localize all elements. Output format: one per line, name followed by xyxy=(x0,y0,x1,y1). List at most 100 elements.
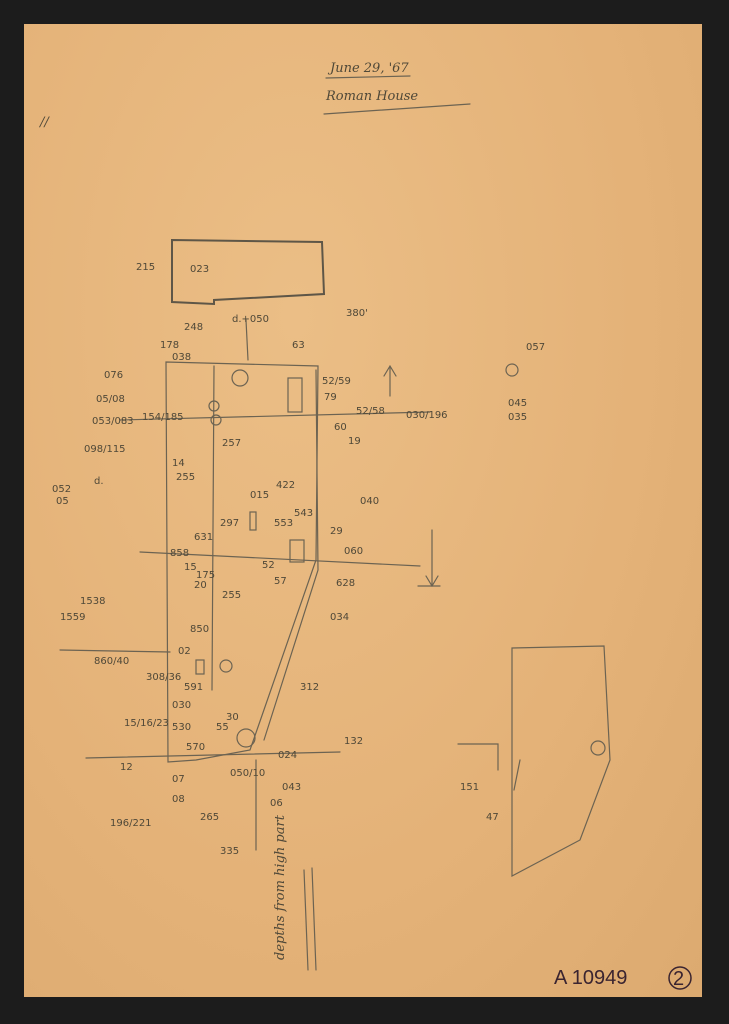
feature-rect xyxy=(287,377,303,413)
annotation: 08 xyxy=(172,794,185,805)
annotation: 12 xyxy=(120,762,133,773)
measure-line xyxy=(59,319,431,759)
detail-plan xyxy=(511,645,611,877)
annotation: 030/196 xyxy=(406,410,448,421)
annotation: 52/59 xyxy=(322,376,351,387)
feature-circle xyxy=(505,363,519,377)
annotation: 02 xyxy=(178,646,191,657)
annotation: 15 xyxy=(184,562,197,573)
annotation: 052 xyxy=(52,484,71,495)
annotation: 335 xyxy=(220,846,239,857)
sheet-number: 2 xyxy=(673,968,684,990)
annotation: 175 xyxy=(196,570,215,581)
feature-circle xyxy=(208,400,220,412)
annotation: 038 xyxy=(172,352,191,363)
annotation: 257 xyxy=(222,438,241,449)
annotation: 628 xyxy=(336,578,355,589)
feature-circle xyxy=(590,740,606,756)
document-sheet xyxy=(24,24,702,997)
annotation: 215 xyxy=(136,262,155,273)
catalog-number: A 10949 xyxy=(554,967,627,989)
annotation: 308/36 xyxy=(146,672,181,683)
annotation: 380' xyxy=(346,308,368,319)
margin-mark: // xyxy=(38,115,50,130)
annotation: 63 xyxy=(292,340,305,351)
feature-circle xyxy=(219,659,233,673)
annotation: 20 xyxy=(194,580,207,591)
annotation: 023 xyxy=(190,264,209,275)
annotation: 178 xyxy=(160,340,179,351)
annotation: 098/115 xyxy=(84,444,126,455)
annotation: d. xyxy=(94,476,104,487)
annotation: 850 xyxy=(190,624,209,635)
header-title: Roman House xyxy=(325,89,418,104)
annotation: 1559 xyxy=(60,612,85,623)
annotation: 076 xyxy=(104,370,123,381)
annotation: 15/16/23 xyxy=(124,718,169,729)
feature-rect xyxy=(249,511,257,531)
feature-circle xyxy=(236,728,256,748)
annotation: 570 xyxy=(186,742,205,753)
annotation: 035 xyxy=(508,412,527,423)
annotation: 631 xyxy=(194,532,213,543)
measure-line xyxy=(255,759,317,971)
annotation: 057 xyxy=(526,342,545,353)
annotation: 14 xyxy=(172,458,185,469)
annotation: 297 xyxy=(220,518,239,529)
annotation: 79 xyxy=(324,392,337,403)
measure-line xyxy=(457,743,521,791)
annotation: 034 xyxy=(330,612,349,623)
annotation: 29 xyxy=(330,526,343,537)
annotation: 553 xyxy=(274,518,293,529)
annotation: 07 xyxy=(172,774,185,785)
annotation: 265 xyxy=(200,812,219,823)
annotation: 60 xyxy=(334,422,347,433)
annotation: 530 xyxy=(172,722,191,733)
annotation: 47 xyxy=(486,812,499,823)
annotation: 255 xyxy=(222,590,241,601)
room-outline xyxy=(165,361,319,763)
underline xyxy=(325,75,411,79)
annotation: 05/08 xyxy=(96,394,125,405)
annotation: 591 xyxy=(184,682,203,693)
annotation: 858 xyxy=(170,548,189,559)
annotation: 132 xyxy=(344,736,363,747)
annotation: 860/40 xyxy=(94,656,129,667)
feature-rect xyxy=(195,659,205,675)
feature-circle xyxy=(231,369,249,387)
sheet-number-circle xyxy=(668,966,692,990)
feature-circle xyxy=(210,414,222,426)
annotation: 57 xyxy=(274,576,287,587)
wall-line xyxy=(211,365,319,741)
annotation: 19 xyxy=(348,436,361,447)
underline xyxy=(323,103,471,115)
annotation: 52/58 xyxy=(356,406,385,417)
depth-note: depths from high part xyxy=(273,814,288,960)
annotation: 045 xyxy=(508,398,527,409)
annotation: 040 xyxy=(360,496,379,507)
annotation: 060 xyxy=(344,546,363,557)
annotation: 024 xyxy=(278,750,297,761)
annotation: 30 xyxy=(226,712,239,723)
annotation: 543 xyxy=(294,508,313,519)
annotation: 151 xyxy=(460,782,479,793)
annotation: 255 xyxy=(176,472,195,483)
annotation: 015 xyxy=(250,490,269,501)
annotation: 050/10 xyxy=(230,768,265,779)
annotation: 05 xyxy=(56,496,69,507)
annotation: 55 xyxy=(216,722,229,733)
wall-block xyxy=(171,238,326,306)
annotation: 1538 xyxy=(80,596,105,607)
annotation: 312 xyxy=(300,682,319,693)
annotation: d.+050 xyxy=(232,314,269,325)
annotation: 154/185 xyxy=(142,412,184,423)
annotation: 043 xyxy=(282,782,301,793)
annotation: 52 xyxy=(262,560,275,571)
annotation: 030 xyxy=(172,700,191,711)
header-date: June 29, '67 xyxy=(327,61,409,76)
arrow-mark xyxy=(383,364,441,588)
annotation-labels: 215 023 038 248 178 076 05/08 053/083 09… xyxy=(52,262,545,857)
annotation: 053/083 xyxy=(92,416,134,427)
annotation: 248 xyxy=(184,322,203,333)
